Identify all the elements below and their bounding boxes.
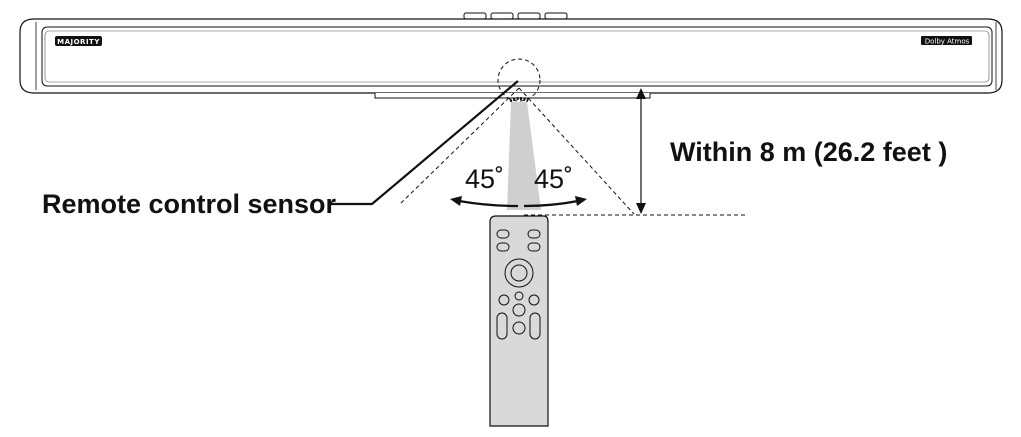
top-button-1 <box>463 12 487 20</box>
distance-label: Within 8 m (26.2 feet ) <box>670 137 947 167</box>
angle-left-label: 45˚ <box>465 164 504 194</box>
remote-button-mid-right <box>528 294 540 306</box>
dolby-badge-plate <box>921 36 972 45</box>
remote-button-center-lower <box>512 321 526 335</box>
remote-button-second-left <box>496 242 510 252</box>
brand-logo-text: MAJORITY <box>57 38 100 46</box>
angle-arcs <box>450 196 587 208</box>
top-button-2 <box>490 12 514 20</box>
top-button-3 <box>517 12 541 20</box>
distance-arrowhead-bottom <box>636 203 646 214</box>
remote-button-center-upper <box>512 303 526 317</box>
dolby-atmos-badge: Dolby Atmos <box>921 36 972 46</box>
brand-logo-plate <box>55 36 102 46</box>
remote-nav-center <box>510 264 528 282</box>
cone-right-edge <box>518 87 635 215</box>
soundbar-top-buttons <box>463 12 568 20</box>
soundbar: MAJORITY Dolby Atmos <box>19 12 1003 99</box>
sensor-leader-line <box>330 80 519 206</box>
remote-channel-rocker <box>529 312 541 340</box>
soundbar-foot <box>374 93 651 99</box>
remote-body <box>489 215 549 427</box>
angle-arc-right-arrowhead <box>575 196 587 206</box>
sensor-label: Remote control sensor <box>42 189 337 219</box>
remote-button-mid-left <box>498 294 510 306</box>
top-button-4 <box>544 12 568 20</box>
brand-logo: MAJORITY <box>55 36 102 46</box>
ir-beam <box>507 102 541 210</box>
remote-control <box>489 215 549 427</box>
remote-button-mid-center <box>514 291 524 301</box>
remote-button-top-right <box>527 229 541 239</box>
sensor-emitter-icon <box>509 97 529 103</box>
remote-button-second-right <box>527 242 541 252</box>
distance-arrow <box>636 88 646 214</box>
angle-arc-left <box>458 199 519 208</box>
remote-button-top-left <box>496 229 510 239</box>
angle-arc-right <box>523 199 579 208</box>
angle-arc-left-arrowhead <box>450 196 462 206</box>
soundbar-front-panel <box>41 26 993 87</box>
remote-volume-rocker <box>496 312 508 340</box>
sensor-highlight-circle <box>497 58 541 102</box>
distance-arrowhead-top <box>636 88 646 99</box>
angle-right-label: 45˚ <box>534 164 573 194</box>
coverage-cone <box>399 87 745 216</box>
dolby-badge-text: Dolby Atmos <box>925 38 970 46</box>
